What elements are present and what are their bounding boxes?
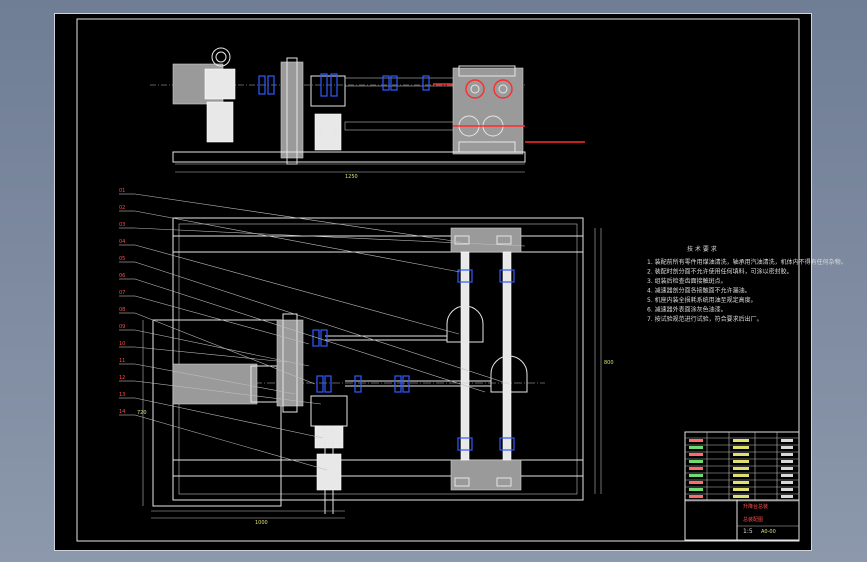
lift-screw-base <box>316 453 342 491</box>
worm-reducer-plan <box>310 395 348 427</box>
shaft-couplings <box>457 269 515 451</box>
callout-leader <box>134 346 288 363</box>
callout-label-14: 14 <box>119 409 125 415</box>
callout-label-04: 04 <box>119 239 125 245</box>
drawing-sheet: 1250 <box>54 13 847 551</box>
callout-leader <box>134 244 460 335</box>
motor-frame-plan <box>152 319 282 507</box>
motor-lift-eye <box>211 47 231 67</box>
shaft-left <box>460 251 470 461</box>
motor-base <box>206 101 234 143</box>
plan-view: 1000 800 720 <box>137 217 614 526</box>
callout-group: 01 02 03 04 05 06 07 08 09 10 11 12 13 14 <box>119 188 526 471</box>
callout-label-08: 08 <box>119 307 125 313</box>
callout-label-13: 13 <box>119 392 125 398</box>
tech-note: 5. 机座内装全损耗系统用油至规定高度。 <box>647 296 757 304</box>
motor-plan <box>172 363 258 405</box>
callout-leader <box>134 210 461 273</box>
coupling-1 <box>258 75 275 95</box>
tech-requirements: 技 术 要 求 1. 装配前所有零件用煤油清洗，轴承用汽油清洗，机体内不得有任何… <box>647 245 847 323</box>
callout-label-05: 05 <box>119 256 125 262</box>
gearbox-right <box>452 67 524 155</box>
rail-bottom <box>172 459 584 477</box>
callout-leader <box>134 397 324 439</box>
callout-label-03: 03 <box>119 222 125 228</box>
callout-label-11: 11 <box>119 358 125 364</box>
rail-top <box>172 235 584 253</box>
title-block-code: A0-00 <box>761 529 776 535</box>
coupling-2 <box>320 73 338 97</box>
motor-housing <box>204 68 236 100</box>
callout-leader <box>134 363 296 395</box>
title-block: 升降台总装 总装配图 A0-00 1:5 <box>684 431 800 541</box>
callout-leader <box>134 414 328 471</box>
callout-label-10: 10 <box>119 341 125 347</box>
bevel-box-1 <box>446 305 484 343</box>
callout-leader <box>134 193 461 243</box>
dim-left: 720 <box>137 410 147 416</box>
callout-leader <box>134 295 310 345</box>
callout-leader <box>134 329 310 367</box>
base-rail-top <box>172 151 526 163</box>
title-block-scale: 1:5 <box>743 528 753 535</box>
title-block-drawing-name: 总装配图 <box>743 516 763 523</box>
tech-note: 2. 装配时剖分面不允许使用任何填料，可涂以密封胶。 <box>647 268 793 276</box>
callout-label-07: 07 <box>119 290 125 296</box>
callout-label-02: 02 <box>119 205 125 211</box>
callout-label-09: 09 <box>119 324 125 330</box>
coupling-3 <box>382 75 430 91</box>
dim-top: 1250 <box>345 174 358 180</box>
inner-border <box>76 18 800 542</box>
tech-note: 4. 减速器剖分面各接触面不允许漏油。 <box>647 287 751 295</box>
gearbox-1 <box>280 61 304 159</box>
tech-note: 6. 减速器外表面涂灰色油漆。 <box>647 306 727 314</box>
tech-note: 1. 装配前所有零件用煤油清洗，轴承用汽油清洗，机体内不得有任何杂物。 <box>647 258 847 266</box>
bearing-block-bottom <box>450 459 522 491</box>
tech-note: 7. 按试验规范进行试验，符合要求后出厂。 <box>647 315 763 323</box>
elevation-view: 1250 <box>150 47 585 180</box>
callout-label-01: 01 <box>119 188 125 194</box>
callout-label-12: 12 <box>119 375 125 381</box>
bevel-box-2 <box>490 355 528 393</box>
callout-leader <box>134 227 526 247</box>
worm-gear <box>314 113 342 151</box>
tech-title: 技 术 要 求 <box>687 245 717 253</box>
dim-right: 800 <box>604 360 614 366</box>
cad-canvas: 1250 <box>76 18 847 542</box>
callout-leader <box>134 278 486 393</box>
tech-note: 3. 组装后检查齿面接触斑点。 <box>647 277 727 285</box>
callout-leader <box>134 261 504 383</box>
bearing-block-top <box>450 227 522 253</box>
plan-couplings <box>312 329 410 393</box>
worm-box <box>310 75 346 107</box>
callout-leader <box>134 380 322 405</box>
title-block-title: 升降台总装 <box>743 503 768 510</box>
frame-outline <box>172 217 584 501</box>
shaft-lower <box>344 121 466 131</box>
callout-label-06: 06 <box>119 273 125 279</box>
dim-bottom: 1000 <box>255 520 268 526</box>
